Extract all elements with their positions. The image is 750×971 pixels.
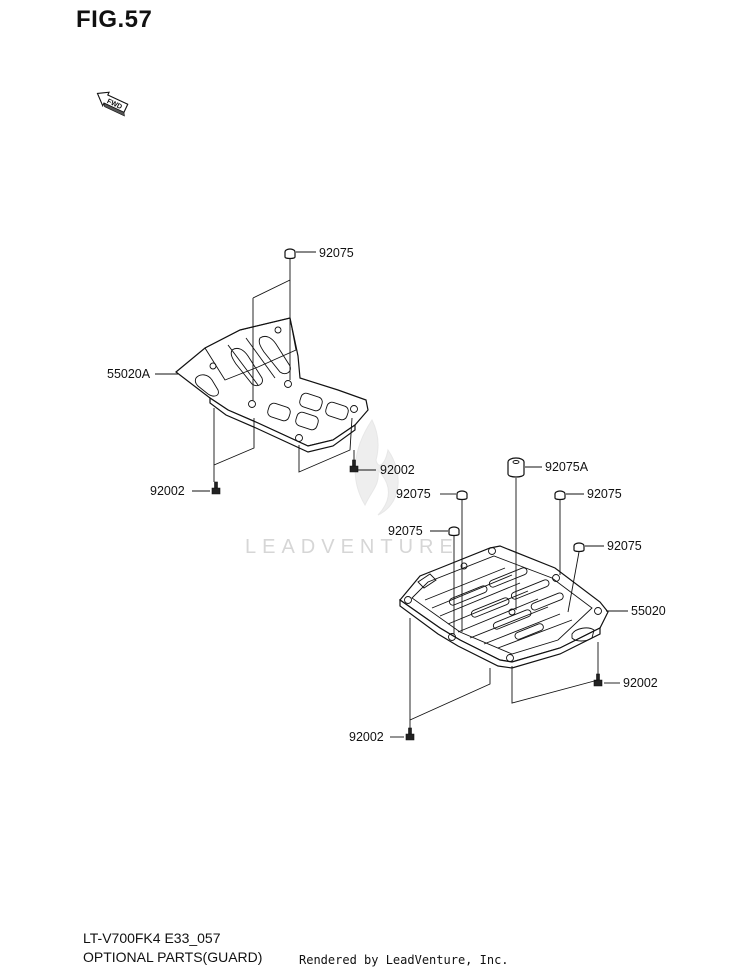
lower-guard-leaders bbox=[390, 466, 628, 738]
callout-lower-guard-collar-left-mid: 92075 bbox=[388, 524, 423, 538]
lower-guard-fasteners bbox=[405, 457, 603, 741]
figure-title: FIG.57 bbox=[76, 6, 153, 33]
upper-guard-leaders bbox=[155, 251, 376, 492]
callout-upper-guard-bolt-left: 92002 bbox=[150, 484, 185, 498]
callout-lower-guard-collar-right-top: 92075 bbox=[587, 487, 622, 501]
callout-lower-guard-bolt-right: 92002 bbox=[623, 676, 658, 690]
leadventure-flame-icon bbox=[354, 419, 399, 516]
callout-lower-guard-collar-left-top: 92075 bbox=[396, 487, 431, 501]
callout-upper-guard-bolt-right: 92002 bbox=[380, 463, 415, 477]
section-name: OPTIONAL PARTS(GUARD) bbox=[83, 949, 263, 965]
watermark-text: LEADVENTURE bbox=[245, 536, 459, 558]
lower-guard-55020 bbox=[399, 545, 609, 669]
callout-lower-guard-collar-right-mid: 92075 bbox=[607, 539, 642, 553]
callout-upper-guard: 55020A bbox=[107, 367, 151, 381]
rendered-by-credit: Rendered by LeadVenture, Inc. bbox=[299, 953, 509, 967]
callout-upper-guard-collar: 92075 bbox=[319, 246, 354, 260]
model-code: LT-V700FK4 E33_057 bbox=[83, 930, 221, 946]
upper-guard-fasteners bbox=[211, 248, 359, 495]
callout-lower-guard-collar-large: 92075A bbox=[545, 460, 589, 474]
callout-lower-guard-bolt-bottom: 92002 bbox=[349, 730, 384, 744]
callout-lower-guard: 55020 bbox=[631, 604, 666, 618]
fwd-arrow-icon: FWD bbox=[96, 91, 129, 117]
upper-guard-55020a bbox=[175, 317, 369, 453]
